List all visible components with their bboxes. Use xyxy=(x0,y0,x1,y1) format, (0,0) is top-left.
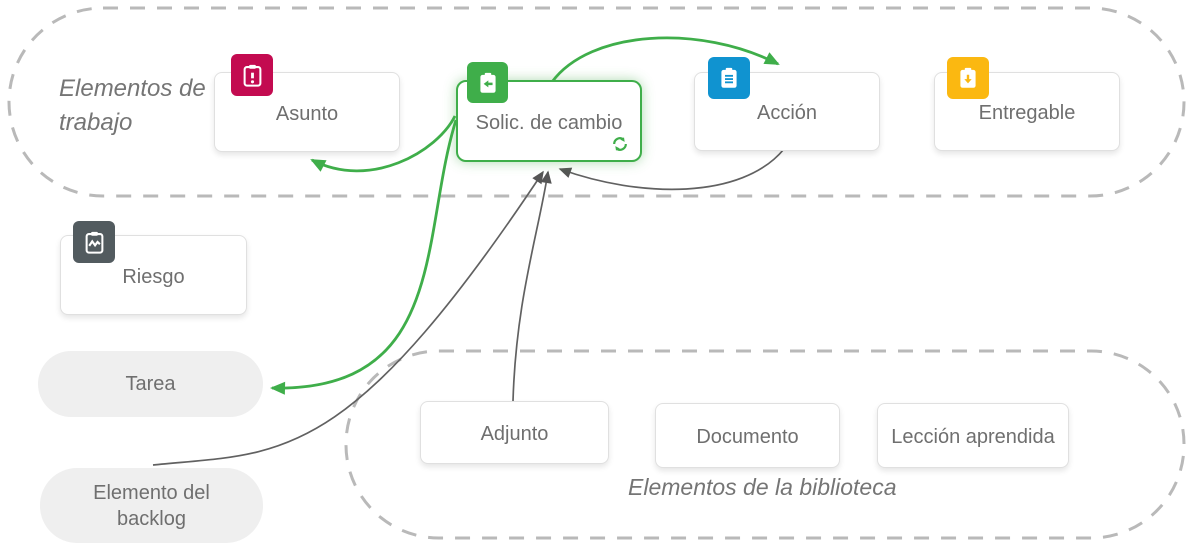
node-label: Acción xyxy=(756,102,818,124)
clipboard-arrow-left-icon xyxy=(467,62,508,103)
clipboard-zigzag-icon xyxy=(73,221,115,263)
node-label: Lección aprendida xyxy=(891,426,1055,448)
node-riesgo[interactable]: Riesgo xyxy=(60,221,247,315)
edge-adjunto-to-solic xyxy=(512,170,552,402)
sync-icon xyxy=(610,134,630,154)
node-leccion-aprendida[interactable]: Lección aprendida xyxy=(877,403,1069,468)
node-label: Asunto xyxy=(275,102,339,125)
node-label: Tarea xyxy=(125,372,176,395)
node-asunto[interactable]: Asunto xyxy=(214,54,400,152)
library-group-label: Elementos de la biblioteca xyxy=(628,474,897,500)
edge-solic-to-tarea xyxy=(270,119,458,395)
node-tarea[interactable]: Tarea xyxy=(38,351,263,417)
node-accion[interactable]: Acción xyxy=(694,57,880,151)
node-label: Riesgo xyxy=(122,265,185,288)
node-documento[interactable]: Documento xyxy=(655,403,840,468)
clipboard-exclamation-icon xyxy=(231,54,273,96)
clipboard-arrow-down-icon xyxy=(947,57,989,99)
node-label: Solic. de cambio xyxy=(475,111,623,134)
node-entregable[interactable]: Entregable xyxy=(934,57,1120,151)
node-adjunto[interactable]: Adjunto xyxy=(420,401,609,464)
node-label: Adjunto xyxy=(480,423,549,445)
work-items-group-label: Elementos de trabajo xyxy=(59,75,206,136)
node-label: Documento xyxy=(696,426,799,448)
node-solic-de-cambio[interactable]: Solic. de cambio xyxy=(456,62,642,162)
clipboard-list-icon xyxy=(708,57,750,99)
node-label: Elemento del backlog xyxy=(93,481,210,530)
node-elemento-del-backlog[interactable]: Elemento del backlog xyxy=(40,468,263,543)
node-label: Entregable xyxy=(978,102,1076,124)
